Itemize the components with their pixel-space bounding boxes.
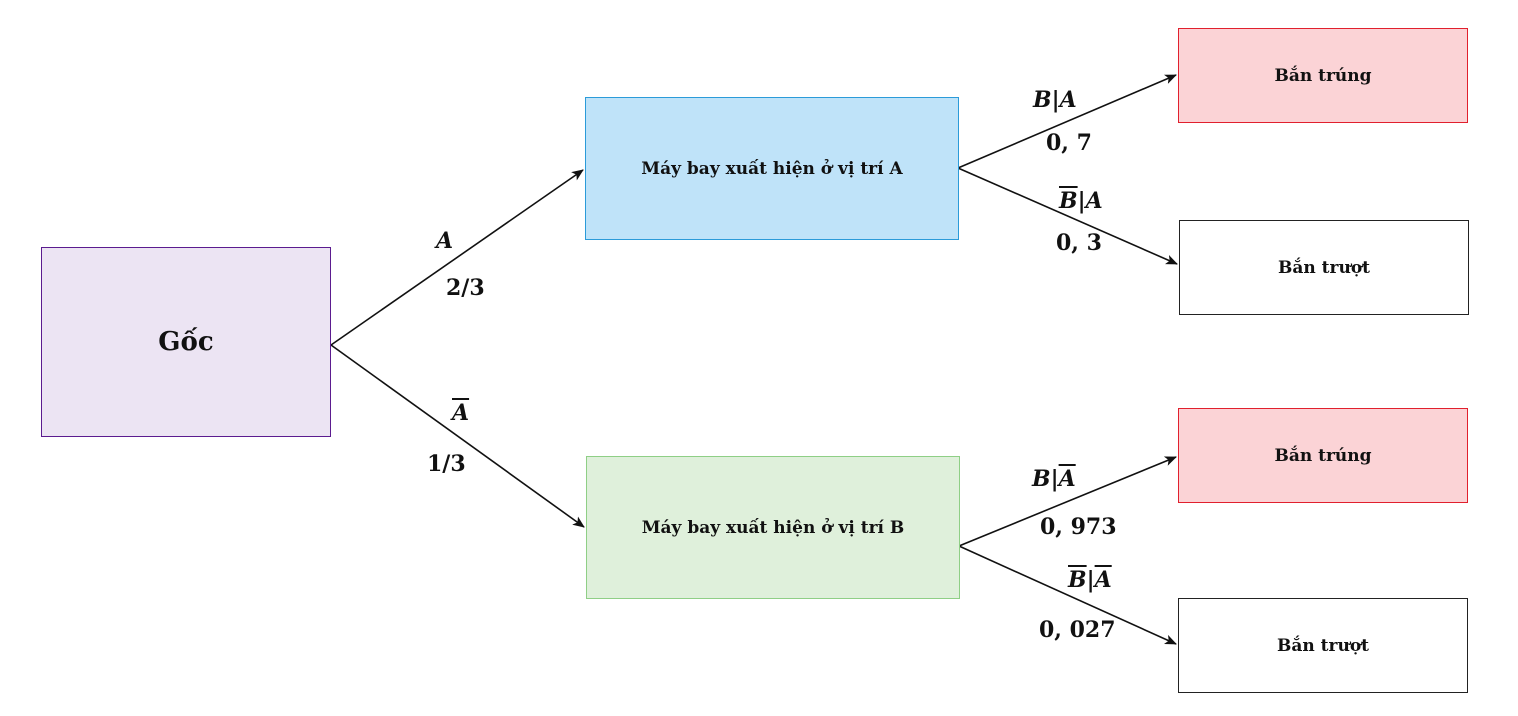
edge-root-abar-prob: 1/3 bbox=[427, 453, 466, 475]
plane-position-a-label: Máy bay xuất hiện ở vị trí A bbox=[641, 158, 903, 179]
edge-abar-miss-prob-text: 0, 027 bbox=[1039, 617, 1116, 643]
edge-abar-miss-prob: 0, 027 bbox=[1039, 619, 1116, 641]
edge-abar-miss-event-bar2: A bbox=[1094, 567, 1112, 593]
edge-a-hit-prob: 0, 7 bbox=[1046, 132, 1092, 154]
edge-abar-miss-event-bar1: B bbox=[1068, 567, 1087, 593]
root-node: Gốc bbox=[41, 247, 331, 437]
leaf-b-miss-node: Bắn trượt bbox=[1178, 598, 1468, 693]
edge-b-to-hit bbox=[958, 456, 1177, 547]
leaf-a-miss-label: Bắn trượt bbox=[1277, 257, 1371, 278]
edge-root-a-event-text: A bbox=[436, 228, 454, 254]
edge-root-a-event: A bbox=[436, 230, 453, 252]
edge-abar-hit-event: B|A bbox=[1032, 468, 1076, 490]
edge-root-to-a bbox=[330, 169, 584, 346]
plane-position-b-label: Máy bay xuất hiện ở vị trí B bbox=[641, 517, 905, 538]
plane-position-a-node: Máy bay xuất hiện ở vị trí A bbox=[585, 97, 959, 240]
edge-a-miss-event: B|A bbox=[1059, 190, 1103, 212]
edge-b-to-miss bbox=[958, 545, 1177, 645]
leaf-b-hit-label: Bắn trúng bbox=[1274, 445, 1372, 466]
leaf-a-hit-label: Bắn trúng bbox=[1274, 65, 1372, 86]
edge-a-hit-prob-text: 0, 7 bbox=[1046, 130, 1092, 156]
leaf-b-hit-node: Bắn trúng bbox=[1178, 408, 1468, 503]
edge-abar-miss-event-mid: | bbox=[1086, 567, 1095, 593]
edge-a-miss-event-rest: |A bbox=[1077, 188, 1103, 214]
leaf-b-miss-label: Bắn trượt bbox=[1276, 635, 1370, 656]
edge-a-miss-prob: 0, 3 bbox=[1056, 232, 1102, 254]
plane-position-b-node: Máy bay xuất hiện ở vị trí B bbox=[586, 456, 960, 599]
edge-root-to-b bbox=[330, 344, 585, 528]
edge-a-to-miss bbox=[957, 167, 1178, 265]
edge-a-to-hit bbox=[957, 74, 1177, 169]
edge-root-abar-prob-text: 1/3 bbox=[427, 451, 466, 477]
edge-abar-miss-event: B|A bbox=[1068, 569, 1112, 591]
edge-abar-hit-prob-text: 0, 973 bbox=[1040, 514, 1117, 540]
edge-a-hit-event: B|A bbox=[1033, 89, 1077, 111]
leaf-a-hit-node: Bắn trúng bbox=[1178, 28, 1468, 123]
root-node-label: Gốc bbox=[158, 327, 214, 357]
edge-a-hit-event-text: B|A bbox=[1033, 87, 1077, 113]
leaf-a-miss-node: Bắn trượt bbox=[1179, 220, 1469, 315]
edge-a-miss-prob-text: 0, 3 bbox=[1056, 230, 1102, 256]
edge-root-abar-event-text: A bbox=[452, 400, 470, 426]
edge-abar-hit-prob: 0, 973 bbox=[1040, 516, 1117, 538]
edge-root-abar-event: A bbox=[452, 402, 469, 424]
edge-a-miss-event-bar: B bbox=[1059, 188, 1078, 214]
edge-abar-hit-event-pre: B| bbox=[1032, 466, 1059, 492]
edge-root-a-prob: 2/3 bbox=[446, 277, 485, 299]
edge-root-a-prob-text: 2/3 bbox=[446, 275, 485, 301]
edge-abar-hit-event-bar: A bbox=[1058, 466, 1076, 492]
